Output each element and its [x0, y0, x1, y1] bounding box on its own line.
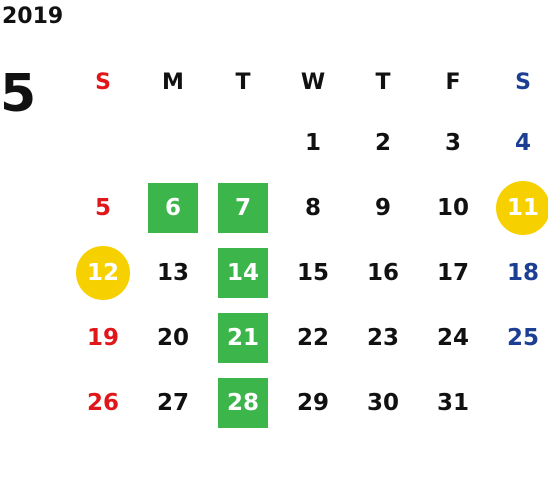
day-cell: 27 [156, 389, 189, 416]
day-cell-marked: 28 [208, 370, 278, 435]
day-cell: 19 [86, 324, 119, 351]
day-cell-marked: 21 [208, 305, 278, 370]
day-cell [208, 110, 278, 175]
day-cell: 10 [436, 194, 469, 221]
day-cell: 31 [436, 389, 469, 416]
day-cell: 25 [506, 324, 539, 351]
day-cell: 16 [366, 259, 399, 286]
day-cell: 20 [156, 324, 189, 351]
weekday-header-saturday: S [515, 70, 531, 95]
green-day-badge: 7 [218, 182, 268, 233]
green-day-badge: 6 [148, 182, 198, 233]
green-day-badge: 14 [218, 247, 268, 298]
month-number: 5 [0, 64, 37, 124]
yellow-day-badge: 12 [76, 245, 130, 300]
day-cell [138, 110, 208, 175]
yellow-day-badge: 11 [496, 180, 548, 235]
day-cell: 30 [366, 389, 399, 416]
weekday-header-tuesday: T [235, 70, 251, 95]
green-day-badge: 28 [218, 377, 268, 428]
day-cell: 8 [304, 194, 321, 221]
weekday-header-thursday: T [375, 70, 391, 95]
day-cell: 26 [86, 389, 119, 416]
day-cell: 15 [296, 259, 329, 286]
day-cell: 18 [506, 259, 539, 286]
day-cell: 24 [436, 324, 469, 351]
day-cell: 17 [436, 259, 469, 286]
day-cell-marked: 6 [138, 175, 208, 240]
day-cell: 13 [156, 259, 189, 286]
day-cell [68, 110, 138, 175]
day-cell-marked: 7 [208, 175, 278, 240]
day-cell: 2 [374, 129, 391, 156]
day-cell: 3 [444, 129, 461, 156]
day-cell-marked: 11 [488, 175, 548, 240]
green-day-badge: 21 [218, 312, 268, 363]
weekday-header-wednesday: W [300, 70, 326, 95]
day-cell: 23 [366, 324, 399, 351]
day-cell: 9 [374, 194, 391, 221]
day-cell-marked: 14 [208, 240, 278, 305]
year-label: 2019 [2, 4, 64, 29]
day-cell [488, 370, 548, 435]
calendar-grid: S M T W T F S 1 2 3 4 5 6 7 8 9 10 11 12… [68, 55, 548, 435]
day-cell: 29 [296, 389, 329, 416]
day-cell: 4 [514, 129, 531, 156]
day-cell: 22 [296, 324, 329, 351]
weekday-header-sunday: S [95, 70, 111, 95]
day-cell: 1 [304, 129, 321, 156]
weekday-header-monday: M [162, 70, 184, 95]
day-cell-marked: 12 [68, 240, 138, 305]
weekday-header-friday: F [445, 70, 461, 95]
day-cell: 5 [94, 194, 111, 221]
